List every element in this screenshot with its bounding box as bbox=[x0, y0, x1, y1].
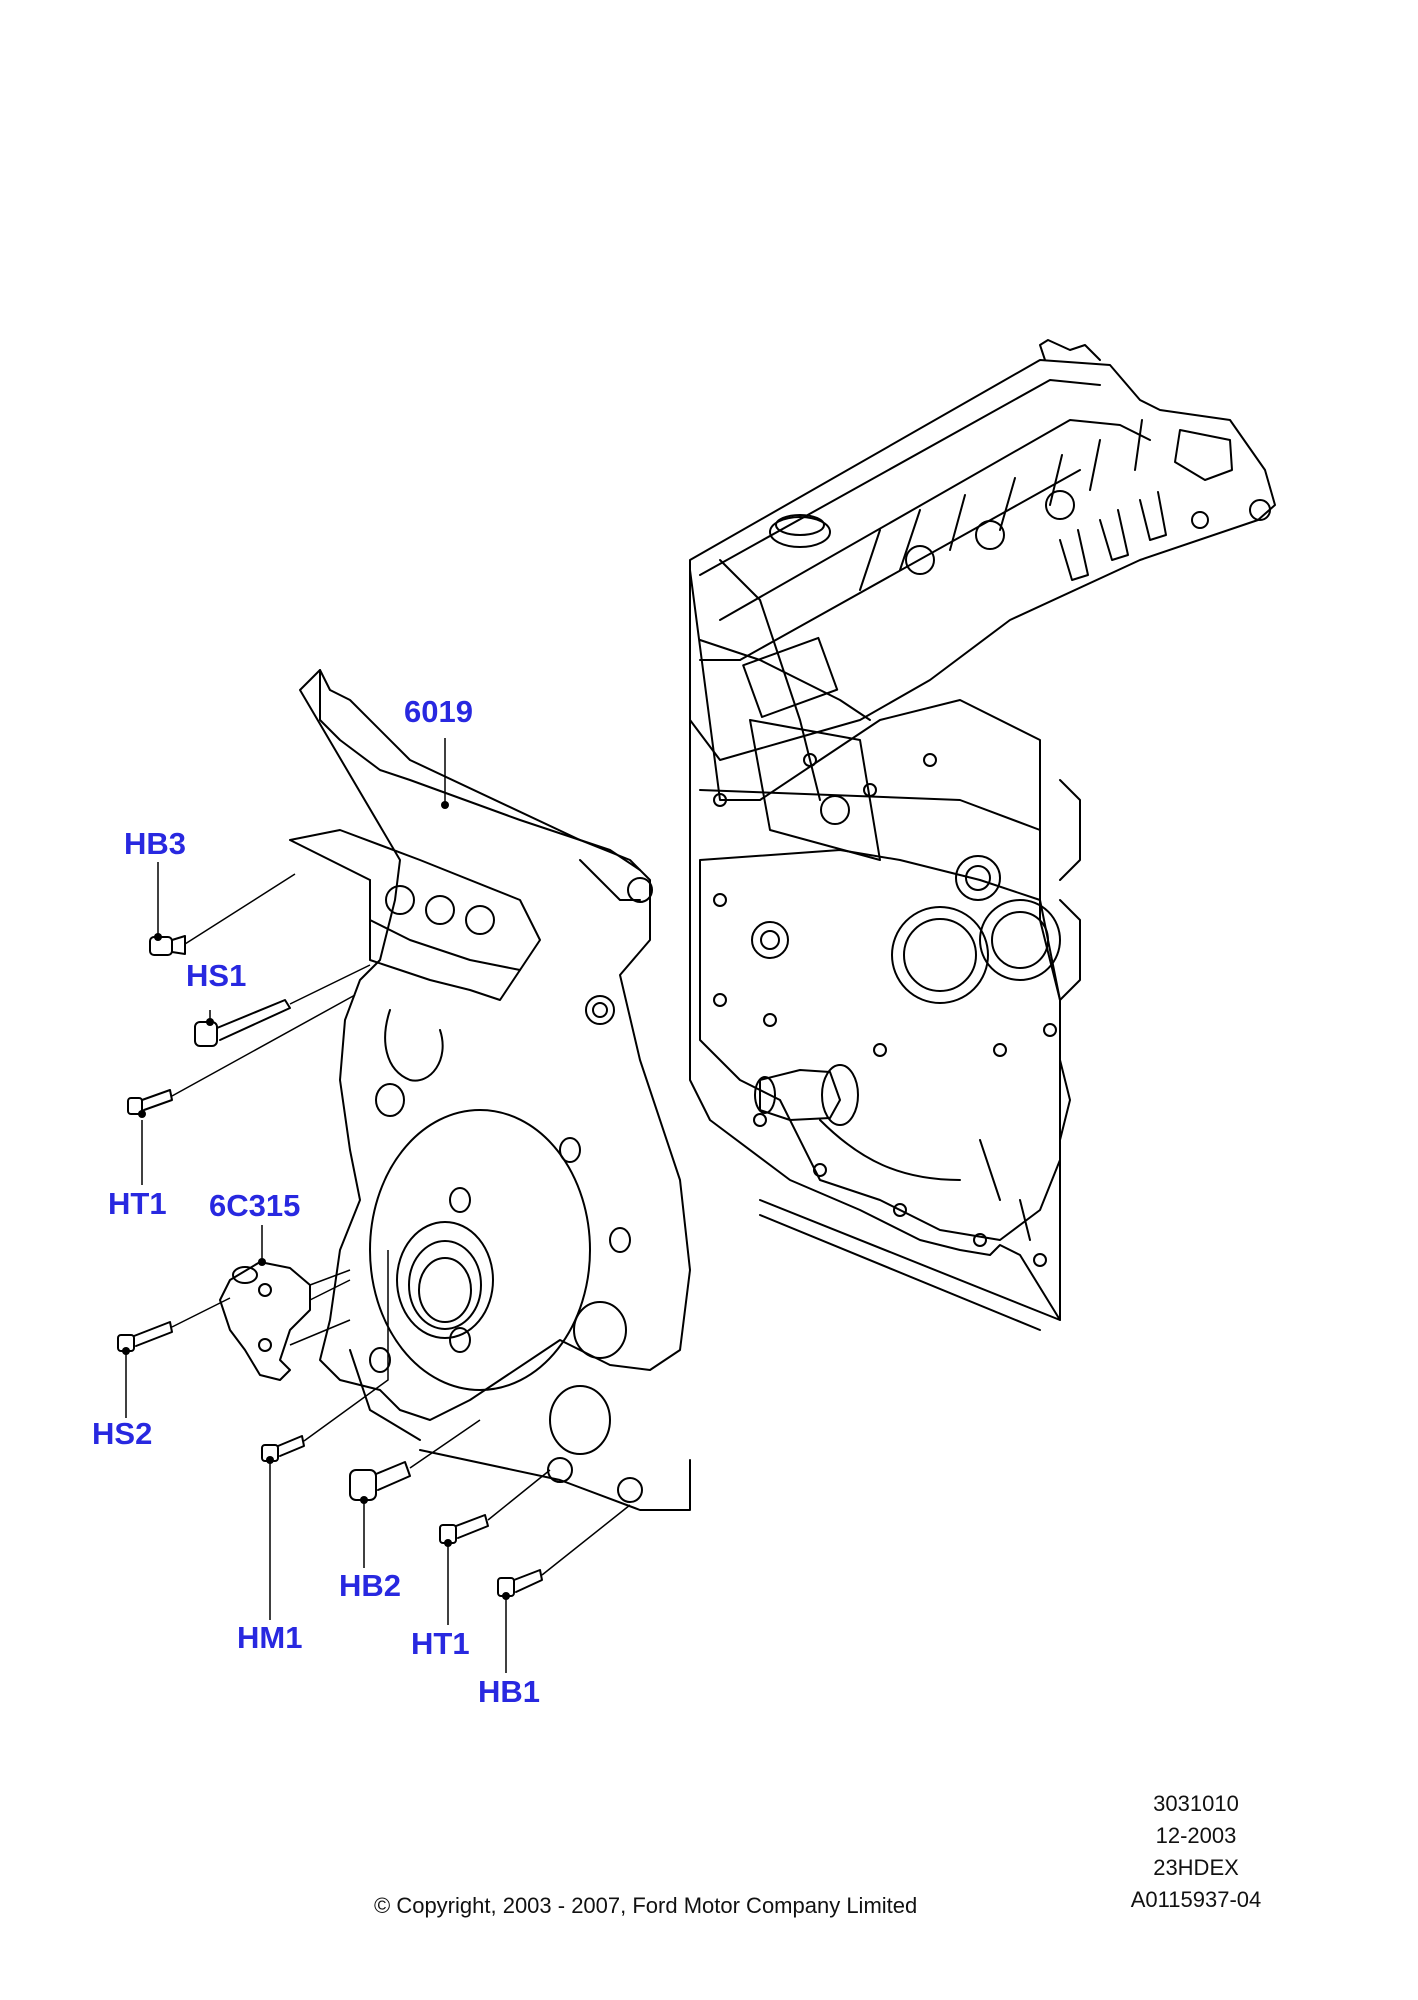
crankshaft-nose bbox=[759, 1069, 841, 1121]
leader-hb2 bbox=[363, 1419, 481, 1568]
bolt-ht1-top bbox=[127, 1089, 173, 1115]
callout-hb3: HB3 bbox=[124, 826, 187, 861]
cam-sensor bbox=[219, 1261, 311, 1381]
leader-dots bbox=[122, 801, 510, 1600]
copyright-notice: © Copyright, 2003 - 2007, Ford Motor Com… bbox=[374, 1893, 918, 1918]
timing-cover bbox=[299, 669, 691, 1421]
illustration-reference: A0115937-04 bbox=[1130, 1887, 1262, 1912]
bolt-hb2 bbox=[349, 1461, 411, 1501]
illustration-date: 12-2003 bbox=[1155, 1823, 1237, 1848]
leader-hb1 bbox=[505, 1504, 631, 1673]
crank-seal-disc bbox=[369, 1109, 591, 1391]
engine-block-illustration bbox=[689, 339, 1276, 1331]
illustration-number: 3031010 bbox=[1153, 1791, 1239, 1816]
leader-lines bbox=[125, 738, 631, 1673]
illustration-code: 23HDEX bbox=[1153, 1855, 1239, 1880]
callout-ht1-top: HT1 bbox=[108, 1186, 167, 1221]
callout-ht1-bottom: HT1 bbox=[411, 1626, 470, 1661]
callout-hb1: HB1 bbox=[478, 1674, 541, 1709]
oil-filler-cap bbox=[769, 516, 831, 548]
reference-block: 3031010 12-2003 23HDEX A0115937-04 bbox=[1111, 1788, 1281, 1916]
leader-ht1-bottom bbox=[447, 1469, 551, 1625]
bolt-ht1-bottom bbox=[439, 1514, 489, 1544]
leader-6c315 bbox=[261, 1225, 351, 1286]
timing-cover-illustration bbox=[289, 669, 691, 1511]
leader-hb3 bbox=[157, 862, 296, 945]
callout-hs1: HS1 bbox=[186, 958, 247, 993]
cam-sensor-illustration bbox=[219, 1261, 311, 1381]
callout-6c315: 6C315 bbox=[209, 1188, 301, 1223]
leader-hm1 bbox=[269, 1250, 389, 1620]
callout-hm1: HM1 bbox=[237, 1620, 303, 1655]
bolt-hb1 bbox=[497, 1569, 543, 1597]
stud-hs2 bbox=[117, 1321, 173, 1352]
cam-cover bbox=[689, 359, 1276, 761]
callout-hs2: HS2 bbox=[92, 1416, 153, 1451]
leader-hs2-cover bbox=[289, 1279, 351, 1346]
leader-hs2 bbox=[125, 1297, 231, 1418]
cylinder-head bbox=[689, 569, 1061, 1321]
callout-hb2: HB2 bbox=[339, 1568, 402, 1603]
callout-6019: 6019 bbox=[404, 694, 473, 729]
leader-ht1-top bbox=[141, 994, 356, 1185]
